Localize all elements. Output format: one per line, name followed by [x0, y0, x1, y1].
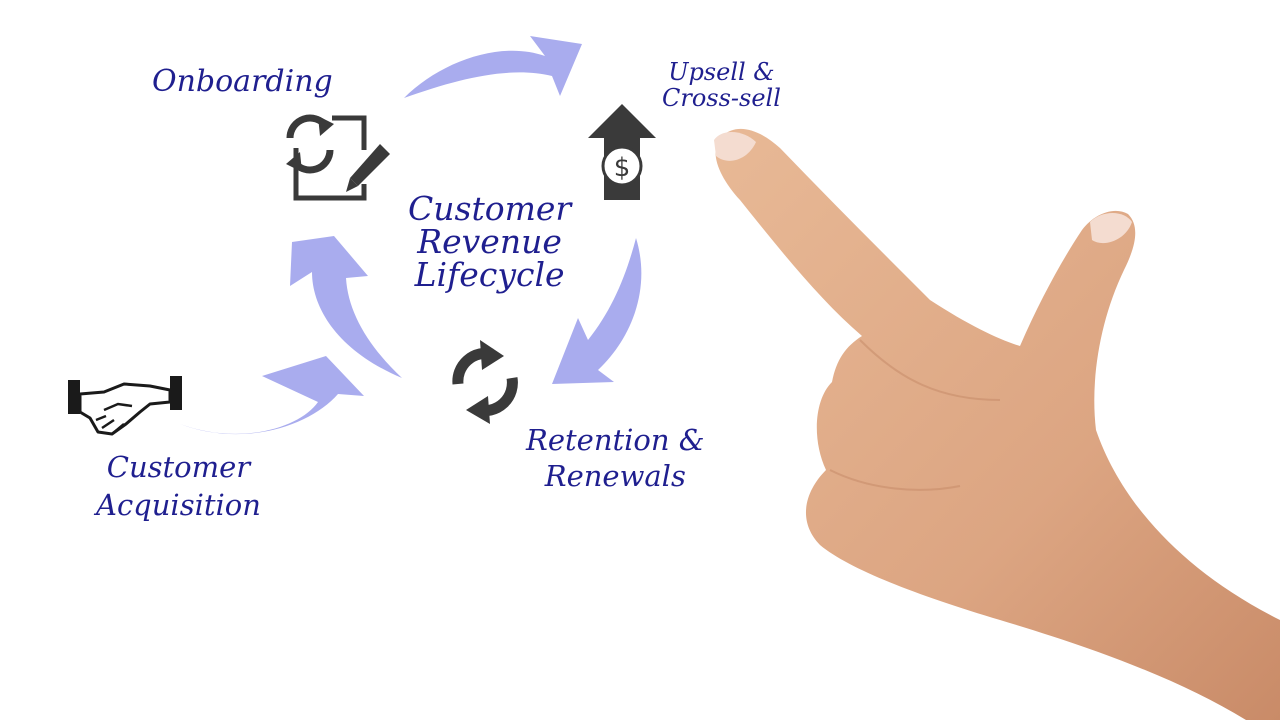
retention-label-line-1: Retention & — [526, 423, 705, 457]
checklist-pencil-icon — [286, 114, 390, 201]
index-fingernail — [714, 131, 756, 161]
arrow-upsell-to-retention — [552, 238, 642, 384]
title-line-1: Customer — [408, 189, 572, 228]
onboarding-label: Onboarding — [152, 64, 333, 99]
upsell-cross-sell-label: Upsell & Cross-sell — [662, 58, 781, 112]
upsell-label-line-2: Cross-sell — [662, 83, 781, 112]
handshake-icon — [68, 376, 182, 436]
acquisition-label-line-2: Acquisition — [96, 487, 261, 522]
svg-text:$: $ — [614, 153, 631, 183]
hand-shape — [715, 128, 1280, 720]
arrow-onboarding-to-upsell — [404, 36, 582, 98]
arrow-acquisition-to-cycle — [180, 356, 364, 435]
dollar-up-arrow-icon: $ — [588, 104, 656, 200]
title-line-3: Lifecycle — [414, 255, 565, 294]
retention-label-line-2: Renewals — [544, 459, 686, 494]
title-line-2: Revenue — [417, 222, 562, 261]
retention-renewals-label: Retention & Renewals — [526, 422, 705, 495]
customer-acquisition-label: Customer Acquisition — [96, 449, 261, 524]
refresh-cycle-icon — [452, 340, 518, 424]
acquisition-label-line-1: Customer — [106, 450, 251, 484]
diagram-title: Customer Revenue Lifecycle — [408, 192, 571, 291]
arrow-retention-to-onboarding — [290, 236, 402, 378]
thumb-nail — [1090, 213, 1132, 244]
upsell-label-line-1: Upsell & — [668, 58, 775, 86]
onboarding-label-line: Onboarding — [152, 64, 333, 99]
